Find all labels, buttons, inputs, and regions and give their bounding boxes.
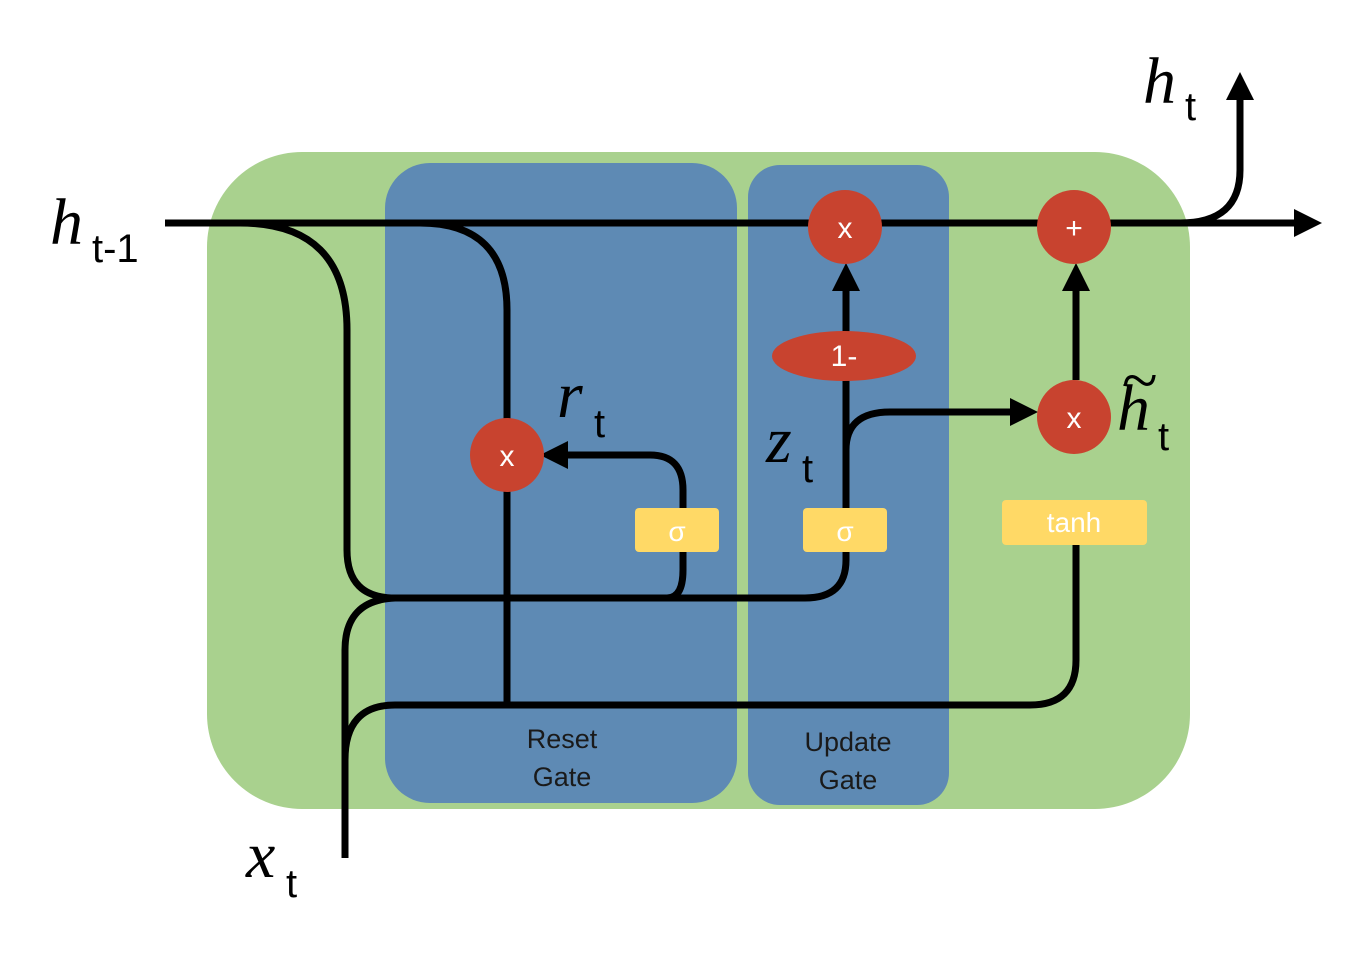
reset-gate-panel: [385, 163, 737, 803]
one-minus-node: 1-: [772, 331, 916, 381]
h-prev-to-reset-multiply-wire: [419, 219, 511, 420]
z-to-candidate-multiply-wire: [842, 408, 1015, 451]
reset-gate-label-line1: Reset: [527, 724, 598, 754]
output-up-arrow: [1226, 72, 1254, 100]
h-tilde-label: h ~ t: [1117, 344, 1169, 459]
arrow-heads: [540, 72, 1322, 469]
z-t-sub: t: [802, 447, 813, 491]
x-in-main: x: [245, 819, 275, 892]
candidate-multiply-node: x: [1037, 380, 1111, 454]
tanh-label: tanh: [1047, 507, 1102, 538]
update-sigma-label: σ: [836, 516, 853, 547]
r-t-sub: t: [594, 402, 605, 446]
z-t-main: z: [765, 404, 792, 477]
h-tilde-main: h: [1117, 372, 1150, 445]
output-branch-wire: [1179, 100, 1244, 227]
reset-multiply-label: x: [500, 440, 515, 473]
output-right-arrow: [1294, 209, 1322, 237]
update-multiply-node: x: [808, 190, 882, 264]
h-tilde-sub: t: [1158, 415, 1169, 459]
add-label: +: [1065, 212, 1083, 245]
h-out-sub: t: [1185, 85, 1196, 129]
x-in-label: x t: [245, 819, 297, 906]
reset-sigma-to-multiply-wire: [565, 451, 687, 602]
reset-sigma-label: σ: [668, 516, 685, 547]
x-in-sub: t: [286, 862, 297, 906]
tanh-box: tanh: [1002, 500, 1147, 545]
r-t-main: r: [557, 359, 583, 432]
update-gate-label-line1: Update: [804, 727, 891, 757]
h-prev-main: h: [50, 186, 83, 259]
update-sigma-box: σ: [803, 508, 887, 552]
r-t-label: r t: [557, 359, 605, 446]
update-multiply-label: x: [838, 212, 853, 245]
one-minus-to-multiply-arrow: [832, 263, 860, 291]
h-prev-label: h t-1: [50, 186, 139, 271]
h-prev-sub: t-1: [92, 227, 139, 271]
update-gate-label-line2: Gate: [819, 765, 878, 795]
r-arrow: [540, 441, 568, 469]
reset-sigma-box: σ: [635, 508, 719, 552]
candidate-to-add-arrow: [1062, 263, 1090, 291]
x-input-wire: [341, 594, 396, 858]
reset-multiply-node: x: [470, 418, 544, 492]
add-node: +: [1037, 190, 1111, 264]
h-out-label: h t: [1143, 45, 1196, 129]
h-prev-to-gates-wire: [239, 219, 850, 602]
z-to-candidate-arrow: [1010, 398, 1038, 426]
reset-gate-label-line2: Gate: [533, 762, 592, 792]
z-t-label: z t: [765, 404, 813, 491]
candidate-multiply-label: x: [1067, 402, 1082, 435]
one-minus-label: 1-: [831, 340, 858, 373]
h-tilde-accent: ~: [1121, 344, 1157, 417]
x-to-bottom-bus-wire: [341, 545, 1080, 761]
h-out-main: h: [1143, 45, 1176, 118]
wires: [165, 100, 1298, 858]
